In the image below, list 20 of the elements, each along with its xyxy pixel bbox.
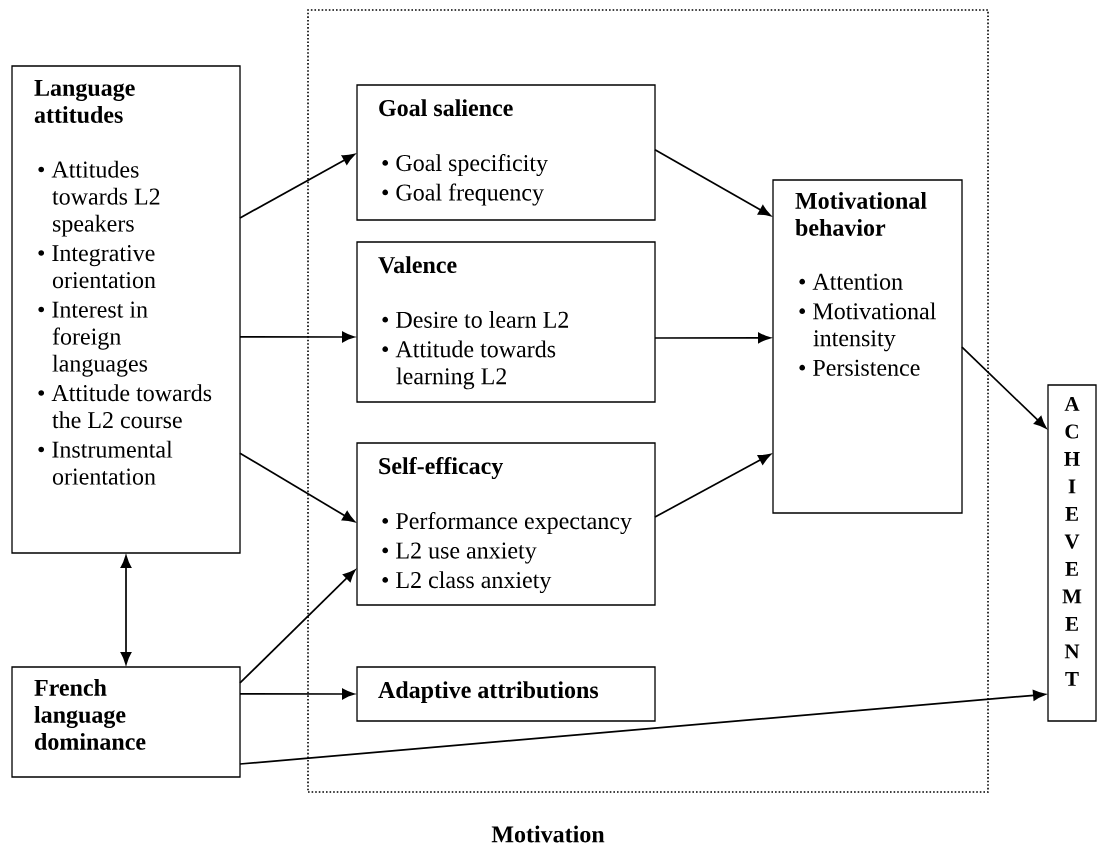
process-box: French language dominance bbox=[11, 666, 241, 778]
process-box: Valence • Desire to learn L2 • Attitude towards learning L2 bbox=[356, 241, 656, 403]
process-box: Self-efficacy • Performance expectancy • L2 use anxiety • L2 class anxiety bbox=[356, 442, 656, 606]
arrow bbox=[120, 555, 132, 665]
arrow bbox=[654, 332, 771, 344]
arrow bbox=[239, 690, 1046, 765]
arrow bbox=[239, 452, 356, 523]
arrow bbox=[239, 688, 355, 700]
process-box: Adaptive attributions bbox=[356, 666, 656, 722]
arrow bbox=[961, 346, 1047, 429]
arrow bbox=[654, 453, 771, 518]
arrow bbox=[239, 569, 356, 684]
process-box: Goal salience • Goal specificity • Goal frequency bbox=[356, 84, 656, 221]
vertical-box: ACHIEVEMENT bbox=[1047, 384, 1097, 722]
arrow bbox=[239, 331, 355, 343]
node-label: Motivation bbox=[491, 825, 605, 843]
process-box: Motivational behavior • Attention • Motivational intensity • Persistence bbox=[772, 179, 963, 514]
process-box: Language attitudes • Attitudes towards L2 speakers • Integrative orientation • Interest in foreign languages • Attitude towards the L2 course • Instrumental orientation bbox=[11, 65, 241, 554]
arrow bbox=[239, 153, 355, 219]
arrow bbox=[654, 148, 771, 217]
